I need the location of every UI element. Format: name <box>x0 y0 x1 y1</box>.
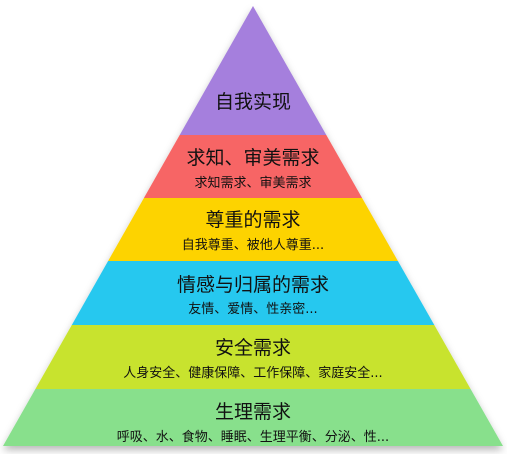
layer-6-title: 生理需求 <box>215 401 291 423</box>
layer-6-subtitle: 呼吸、水、食物、睡眠、生理平衡、分泌、性... <box>117 429 389 445</box>
pyramid-layers <box>3 6 503 446</box>
layer-6-band <box>3 389 503 446</box>
layer-2-title: 求知、审美需求 <box>186 147 319 169</box>
layer-3-subtitle: 自我尊重、被他人尊重... <box>182 237 324 253</box>
layer-3-band <box>108 198 398 261</box>
layer-2-subtitle: 求知需求、审美需求 <box>194 175 311 191</box>
layer-2-band <box>143 135 363 198</box>
layer-1-band <box>179 6 327 135</box>
layer-1-title: 自我实现 <box>215 91 291 113</box>
layer-4-band <box>71 261 435 325</box>
layer-5-subtitle: 人身安全、健康保障、工作保障、家庭安全... <box>123 365 382 381</box>
layer-5-title: 安全需求 <box>215 337 291 359</box>
layer-5-band <box>35 325 471 389</box>
layer-4-subtitle: 友情、爱情、性亲密... <box>188 301 317 317</box>
layer-4-title: 情感与归属的需求 <box>177 274 329 296</box>
layer-3-title: 尊重的需求 <box>205 209 300 231</box>
